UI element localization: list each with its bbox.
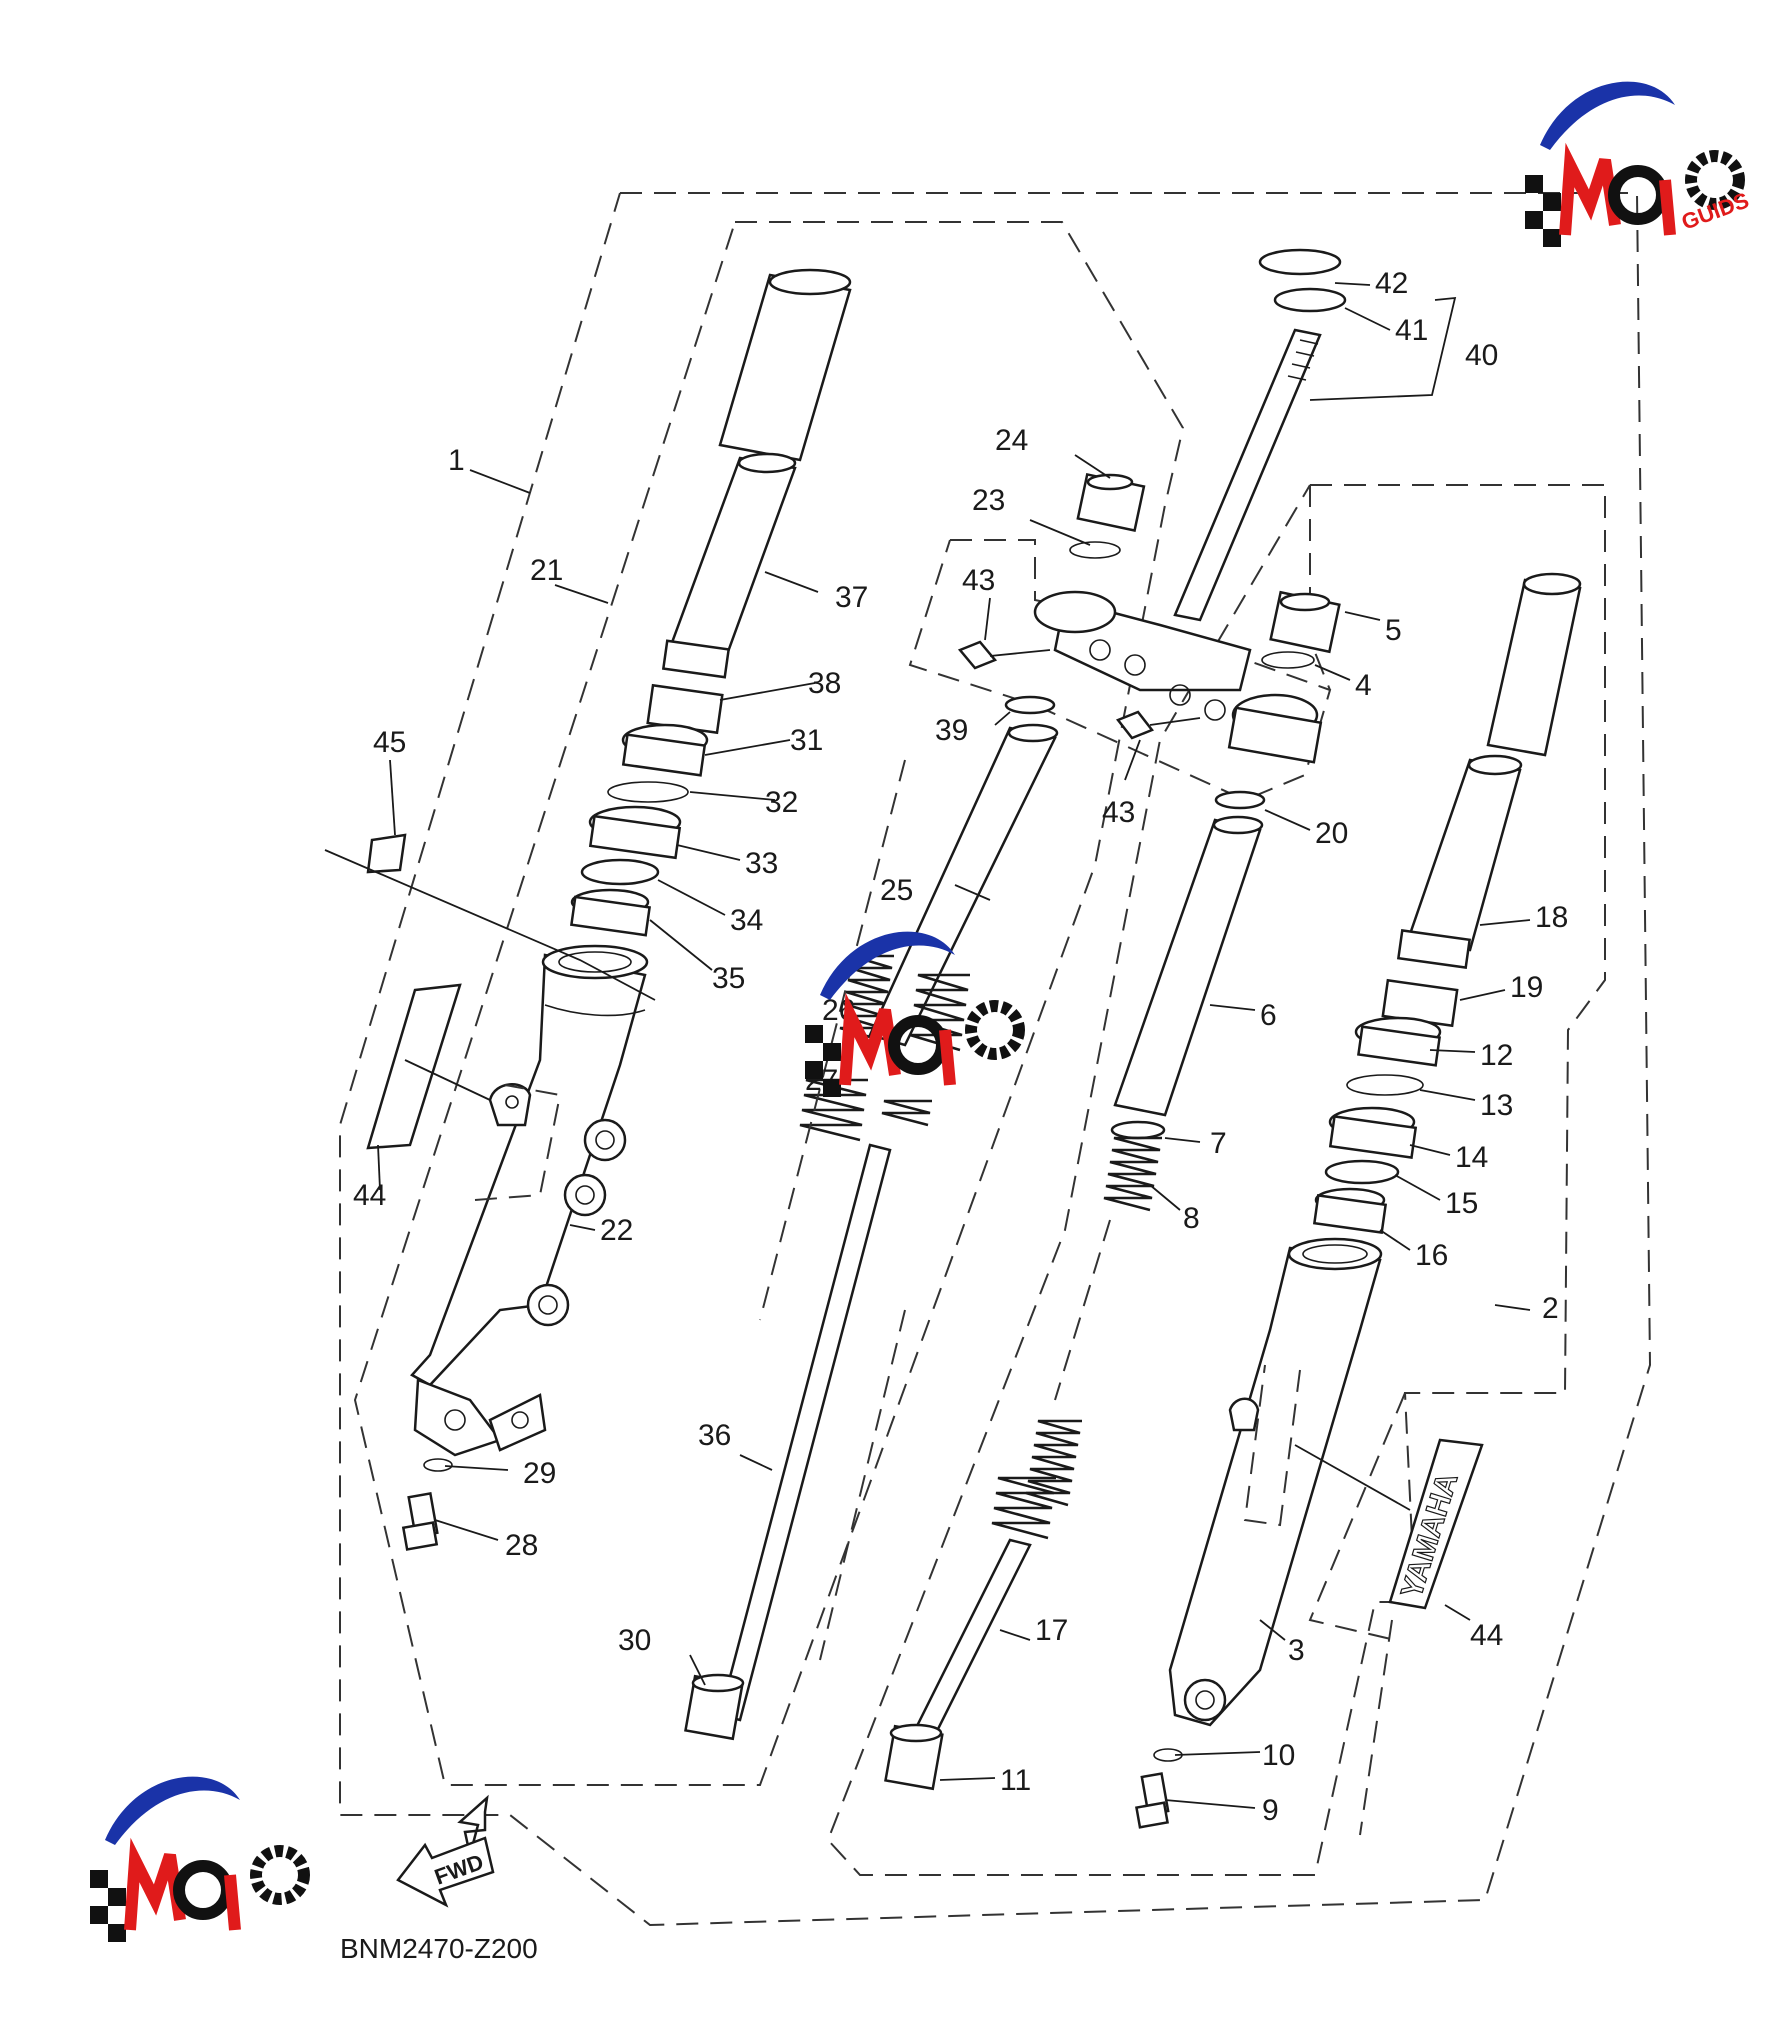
callout-8: 8 xyxy=(1183,1202,1200,1235)
callout-7: 7 xyxy=(1210,1127,1227,1160)
pinch-bolt xyxy=(957,640,998,670)
inner-tube xyxy=(1406,758,1522,952)
moto-guids-logo-bottom xyxy=(90,1776,310,1942)
spring-seat xyxy=(1110,1120,1166,1140)
callout-6: 6 xyxy=(1260,999,1277,1032)
callout-38: 38 xyxy=(808,667,841,700)
yamaha-decal-text: YAMAHA xyxy=(1395,1469,1464,1602)
callout-14: 14 xyxy=(1455,1141,1488,1174)
outer-tube xyxy=(1168,1246,1382,1727)
callout-42: 42 xyxy=(1375,267,1408,300)
washer xyxy=(1214,790,1266,810)
pinch-bolt xyxy=(1115,710,1155,740)
steering-stem xyxy=(1173,328,1322,622)
callout-34: 34 xyxy=(730,904,763,937)
callout-21: 21 xyxy=(530,554,563,587)
copper-washer xyxy=(423,1458,453,1472)
callout-44-left: 44 xyxy=(353,1179,386,1212)
moto-guids-logo-top: GUIDS xyxy=(1525,81,1752,247)
callout-18: 18 xyxy=(1535,901,1568,934)
callout-16: 16 xyxy=(1415,1239,1448,1272)
callout-25: 25 xyxy=(880,874,913,907)
washer xyxy=(580,858,660,886)
washer xyxy=(1004,695,1056,715)
left-fork-assembly xyxy=(401,268,852,1551)
bearing xyxy=(1273,287,1347,313)
inner-tube xyxy=(668,456,797,662)
pipe xyxy=(1113,818,1262,1117)
callout-10: 10 xyxy=(1262,1739,1295,1772)
o-ring xyxy=(1069,541,1121,559)
callout-4: 4 xyxy=(1355,669,1372,702)
circlip xyxy=(607,781,689,803)
callout-31: 31 xyxy=(790,724,823,757)
callout-29: 29 xyxy=(523,1457,556,1490)
right-fork-assembly xyxy=(1135,572,1582,1829)
callout-15: 15 xyxy=(1445,1187,1478,1220)
fwd-arrow-body xyxy=(396,1836,495,1908)
diagram-code: BNM2470-Z200 xyxy=(340,1933,538,1964)
callout-32: 32 xyxy=(765,786,798,819)
callout-43-top: 43 xyxy=(962,564,995,597)
callout-19: 19 xyxy=(1510,971,1543,1004)
callout-40: 40 xyxy=(1465,339,1498,372)
leader-lines xyxy=(324,282,1531,1809)
right-damper-assembly xyxy=(884,815,1264,1791)
callout-35: 35 xyxy=(712,962,745,995)
callout-2: 2 xyxy=(1542,1292,1559,1325)
callout-41: 41 xyxy=(1395,314,1428,347)
callout-33: 33 xyxy=(745,847,778,880)
washer xyxy=(1324,1159,1400,1185)
callout-39: 39 xyxy=(935,714,968,747)
callout-37: 37 xyxy=(835,581,868,614)
callout-36: 36 xyxy=(698,1419,731,1452)
decal-left xyxy=(366,983,462,1150)
o-ring xyxy=(1261,651,1315,669)
callout-13: 13 xyxy=(1480,1089,1513,1122)
callout-23: 23 xyxy=(972,484,1005,517)
callout-3: 3 xyxy=(1288,1634,1305,1667)
circlip xyxy=(1346,1074,1424,1096)
callout-1: 1 xyxy=(448,444,465,477)
decal-yamaha xyxy=(1388,1438,1484,1610)
reflector-45 xyxy=(366,833,407,874)
callout-30: 30 xyxy=(618,1624,651,1657)
inner-tube-upper xyxy=(718,273,852,462)
callout-12: 12 xyxy=(1480,1039,1513,1072)
moto-guids-logo-center xyxy=(805,931,1025,1097)
callout-20: 20 xyxy=(1315,817,1348,850)
inner-tube-upper xyxy=(1486,578,1582,757)
outer-tube xyxy=(410,953,647,1387)
callout-17: 17 xyxy=(1035,1614,1068,1647)
callout-44-right: 44 xyxy=(1470,1619,1503,1652)
callout-22: 22 xyxy=(600,1214,633,1247)
callout-43-bottom: 43 xyxy=(1102,796,1135,829)
callout-5: 5 xyxy=(1385,614,1402,647)
callout-24: 24 xyxy=(995,424,1028,457)
callout-11: 11 xyxy=(1000,1764,1031,1797)
callout-9: 9 xyxy=(1262,1794,1279,1827)
bearing-cover xyxy=(1258,248,1342,276)
callout-labels: 1 2 3 4 5 6 7 8 9 10 11 12 13 14 15 16 1… xyxy=(353,267,1568,1827)
damper-rod xyxy=(908,1538,1032,1747)
callout-45: 45 xyxy=(373,726,406,759)
steering-stem-assembly xyxy=(957,248,1347,810)
callout-28: 28 xyxy=(505,1529,538,1562)
spring xyxy=(1103,1136,1162,1212)
